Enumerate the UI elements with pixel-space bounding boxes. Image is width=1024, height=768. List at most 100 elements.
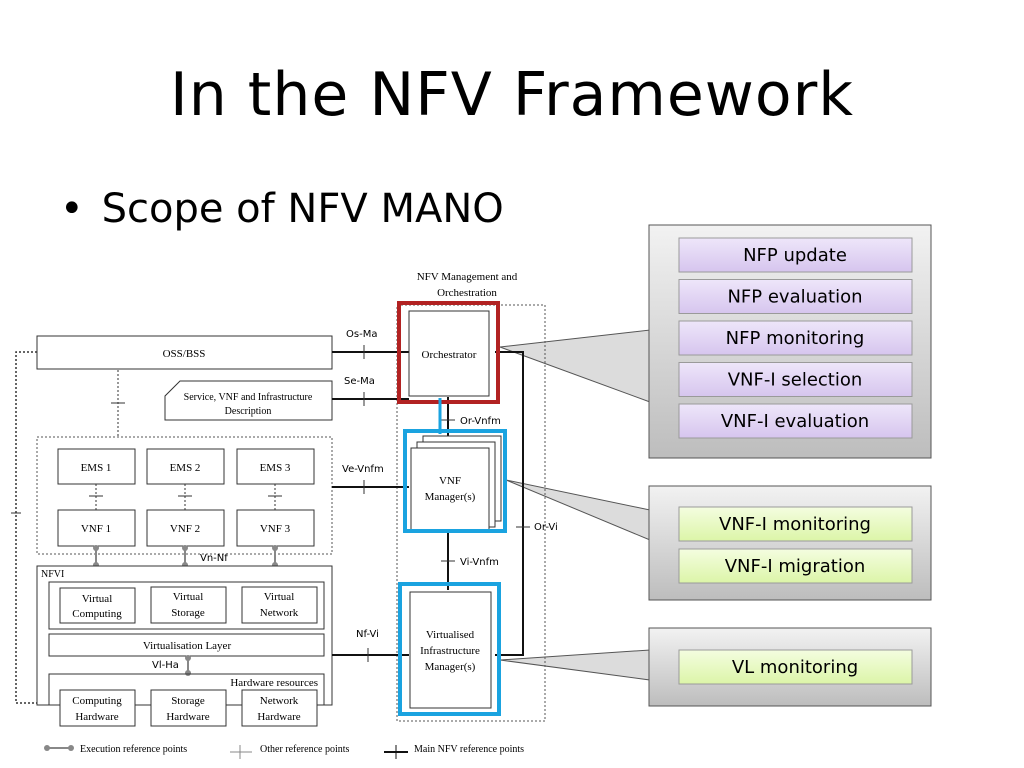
execution-point xyxy=(182,545,188,551)
ref-label-se-ma: Se-Ma xyxy=(344,376,375,387)
storage-hardware-label: Storage xyxy=(171,695,205,707)
computing-hardware-box xyxy=(59,689,136,727)
vnfm-function-item-box xyxy=(678,506,913,542)
vim-label: Virtualised xyxy=(426,629,475,641)
service-description-label: Service, VNF and Infrastructure xyxy=(184,392,313,403)
network-hardware-label: Hardware xyxy=(257,711,300,723)
ref-label-os-ma: Os-Ma xyxy=(346,329,377,340)
orchestrator-function-item-label: NFP evaluation xyxy=(727,287,862,308)
vnf-2-label: VNF 2 xyxy=(170,523,200,535)
ref-label-vn-nf: Vn-Nf xyxy=(200,553,228,564)
oss-nfvi-link xyxy=(15,351,50,704)
virtual-storage-label: Virtual xyxy=(173,591,204,603)
ref-label-vi-vnfm: Vi-Vnfm xyxy=(460,557,499,568)
virtual-network-box xyxy=(241,586,318,624)
vim-box xyxy=(409,591,492,709)
legend-execution-label: Execution reference points xyxy=(80,744,187,755)
network-hardware-box xyxy=(241,689,318,727)
vnf-area xyxy=(36,436,333,555)
ref-label-vl-ha: Vl-Ha xyxy=(152,660,179,671)
virtualisation-layer-label: Virtualisation Layer xyxy=(143,640,232,652)
legend-execution-point xyxy=(68,745,74,751)
ref-label-or-vnfm: Or-Vnfm xyxy=(460,416,501,427)
orchestrator-function-item-box xyxy=(678,403,913,439)
ems-2-box xyxy=(146,448,225,485)
service-description-box xyxy=(164,380,333,421)
orchestrator-function-item-box xyxy=(678,320,913,356)
bullet-item: • Scope of NFV MANO xyxy=(60,186,504,232)
orchestrator-label: Orchestrator xyxy=(422,349,477,361)
orchestrator-function-item-box xyxy=(678,362,913,397)
bullet-marker: • xyxy=(60,186,84,232)
orchestrator-function-item-label: NFP update xyxy=(743,245,847,266)
ems-1-label: EMS 1 xyxy=(81,462,112,474)
legend-other-label: Other reference points xyxy=(260,744,350,755)
orchestrator-highlight xyxy=(397,301,500,404)
vim-highlight xyxy=(398,582,501,716)
vnf-manager-label: VNF xyxy=(439,475,461,487)
orchestrator-function-item-label: VNF-I evaluation xyxy=(721,411,869,432)
hardware-resources-label: Hardware resources xyxy=(230,677,318,689)
virtual-resources-container xyxy=(48,581,325,630)
vn-nf-execution-points: Vn-Nf xyxy=(93,545,278,568)
legend-execution-point xyxy=(44,745,50,751)
virtual-computing-label: Computing xyxy=(72,608,122,620)
computing-hardware-label: Computing xyxy=(72,695,122,707)
oss-bss-label: OSS/BSS xyxy=(163,348,206,360)
mano-label: Orchestration xyxy=(437,287,497,299)
ems-vnf-group: EMS 1 EMS 2 EMS 3 VNF 1 VNF 2 VNF 3 xyxy=(57,448,315,547)
ems-3-label: EMS 3 xyxy=(260,462,291,474)
orchestrator-box xyxy=(408,310,490,397)
bullet-text: Scope of NFV MANO xyxy=(101,186,504,232)
orchestrator-function-item-box xyxy=(678,237,913,273)
callout-vim: VL monitoring xyxy=(499,627,932,707)
orchestrator-function-item-label: NFP monitoring xyxy=(726,328,865,349)
execution-point xyxy=(93,545,99,551)
execution-point xyxy=(185,670,191,676)
vnf-manager-box xyxy=(410,447,490,532)
orchestrator-function-item-box xyxy=(678,279,913,314)
callout-pointer xyxy=(505,479,651,541)
vnf-manager-label: Manager(s) xyxy=(425,491,476,503)
storage-hardware-box xyxy=(150,689,227,727)
vim-label: Manager(s) xyxy=(425,661,476,673)
legend: Execution reference points Other referen… xyxy=(44,744,524,759)
main-reference-lines: Os-Ma Se-Ma Ve-Vnfm Nf-Vi Or-Vnfm Vi-Vnf… xyxy=(332,329,558,662)
orchestrator-function-item-label: VNF-I selection xyxy=(728,370,863,391)
network-hardware-label: Network xyxy=(260,695,299,707)
execution-point xyxy=(272,545,278,551)
vnfm-function-item-label: VNF-I monitoring xyxy=(719,514,871,535)
vnfm-function-item-box xyxy=(678,548,913,584)
ref-label-ve-vnfm: Ve-Vnfm xyxy=(342,464,384,475)
vnf-3-box xyxy=(236,509,315,547)
vim-function-item-label: VL monitoring xyxy=(732,657,858,678)
nfvi-label: NFVI xyxy=(41,569,64,580)
slide-title: In the NFV Framework xyxy=(170,60,854,130)
virtual-network-label: Virtual xyxy=(264,591,295,603)
vim-function-item-box xyxy=(678,649,913,685)
virtual-computing-box xyxy=(59,587,136,624)
or-vi-line xyxy=(495,351,524,656)
vim-label: Infrastructure xyxy=(420,645,480,657)
vnfm-function-item-label: VNF-I migration xyxy=(725,556,866,577)
ems-1-box xyxy=(57,448,136,485)
storage-hardware-label: Hardware xyxy=(166,711,209,723)
virtual-network-label: Network xyxy=(260,607,299,619)
mano-label: NFV Management and xyxy=(417,271,518,283)
vnf-manager-highlight xyxy=(403,429,507,533)
virtual-computing-label: Virtual xyxy=(82,593,113,605)
computing-hardware-label: Hardware xyxy=(75,711,118,723)
execution-point xyxy=(185,655,191,661)
virtual-storage-box xyxy=(150,586,227,624)
ems-3-box xyxy=(236,448,315,485)
ref-label-or-vi: Or-Vi xyxy=(534,522,558,533)
ref-label-nf-vi: Nf-Vi xyxy=(356,629,379,640)
legend-main-label: Main NFV reference points xyxy=(414,744,524,755)
ems-2-label: EMS 2 xyxy=(170,462,201,474)
service-description-label: Description xyxy=(225,406,272,417)
virtual-storage-label: Storage xyxy=(171,607,205,619)
vnf-3-label: VNF 3 xyxy=(260,523,291,535)
